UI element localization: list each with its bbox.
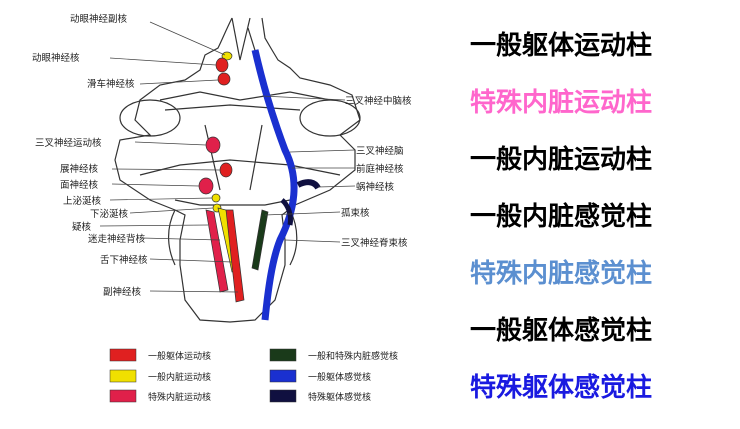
label-mizou-bei: 迷走神经背核 (88, 233, 146, 245)
label-sancha-jisu: 三叉神经脊束核 (341, 237, 408, 249)
leader-lines (99, 21, 356, 293)
legend-label: 一般和特殊内脏感觉核 (308, 350, 398, 362)
legend-label: 一般内脏运动核 (148, 371, 211, 383)
column-item: 一般内脏感觉柱 (470, 202, 653, 232)
nuclear-column-list: 一般躯体运动柱 特殊内脏运动柱 一般内脏运动柱 一般内脏感觉柱 特殊内脏感觉柱 … (470, 18, 735, 417)
legend-label: 一般躯体运动核 (148, 350, 211, 362)
label-fushen-he: 副神经核 (103, 286, 142, 298)
label-huache-he: 滑车神经核 (87, 78, 135, 90)
column-item: 特殊内脏感觉柱 (470, 259, 653, 289)
legend-swatch (109, 369, 137, 383)
legend-label: 一般躯体感觉核 (308, 371, 371, 383)
left-labels: 动眼神经副核 动眼神经核 滑车神经核 三叉神经运动核 展神经核 面神经核 上泌涎… (32, 13, 148, 298)
label-sancha-zhongnao: 三叉神经中脑核 (345, 95, 412, 107)
legend-swatch (269, 348, 297, 362)
column-item: 一般躯体运动柱 (470, 31, 653, 61)
label-dongyan-fuhe: 动眼神经副核 (70, 13, 128, 25)
label-xiamiyan-he: 下泌涎核 (90, 208, 129, 220)
legend-swatch (269, 369, 297, 383)
legend: 一般躯体运动核 一般和特殊内脏感觉核 一般内脏运动核 一般躯体感觉核 特殊内脏运… (109, 348, 398, 403)
column-item: 一般内脏运动柱 (470, 145, 653, 175)
label-sancha-nao: 三叉神经脑 (356, 145, 404, 157)
label-yihe: 疑核 (72, 221, 92, 233)
label-mianshen-he: 面神经核 (60, 179, 99, 191)
label-zhanshen-he: 展神经核 (60, 163, 99, 175)
legend-swatch (109, 389, 137, 403)
column-item: 一般躯体感觉柱 (470, 316, 653, 346)
legend-label: 特殊内脏运动核 (148, 391, 211, 403)
column-item: 特殊内脏运动柱 (470, 88, 653, 118)
label-sancha-yundong: 三叉神经运动核 (35, 137, 102, 149)
right-labels: 三叉神经中脑核 三叉神经脑 前庭神经核 蜗神经核 孤束核 三叉神经脊束核 (341, 95, 412, 249)
legend-label: 特殊躯体感觉核 (308, 391, 371, 403)
nuclei (198, 49, 321, 321)
label-qianting-he: 前庭神经核 (356, 163, 404, 175)
legend-swatch (269, 389, 297, 403)
legend-swatch (109, 348, 137, 362)
brainstem-nuclei-diagram: 动眼神经副核 动眼神经核 滑车神经核 三叉神经运动核 展神经核 面神经核 上泌涎… (32, 13, 412, 403)
column-item: 特殊躯体感觉柱 (470, 373, 653, 403)
label-dongyan-he: 动眼神经核 (32, 52, 80, 64)
label-gushu-he: 孤束核 (341, 207, 370, 219)
label-wo-he: 蜗神经核 (356, 181, 395, 193)
label-shangmiyan-he: 上泌涎核 (63, 195, 102, 207)
label-shexia-he: 舌下神经核 (100, 254, 148, 266)
